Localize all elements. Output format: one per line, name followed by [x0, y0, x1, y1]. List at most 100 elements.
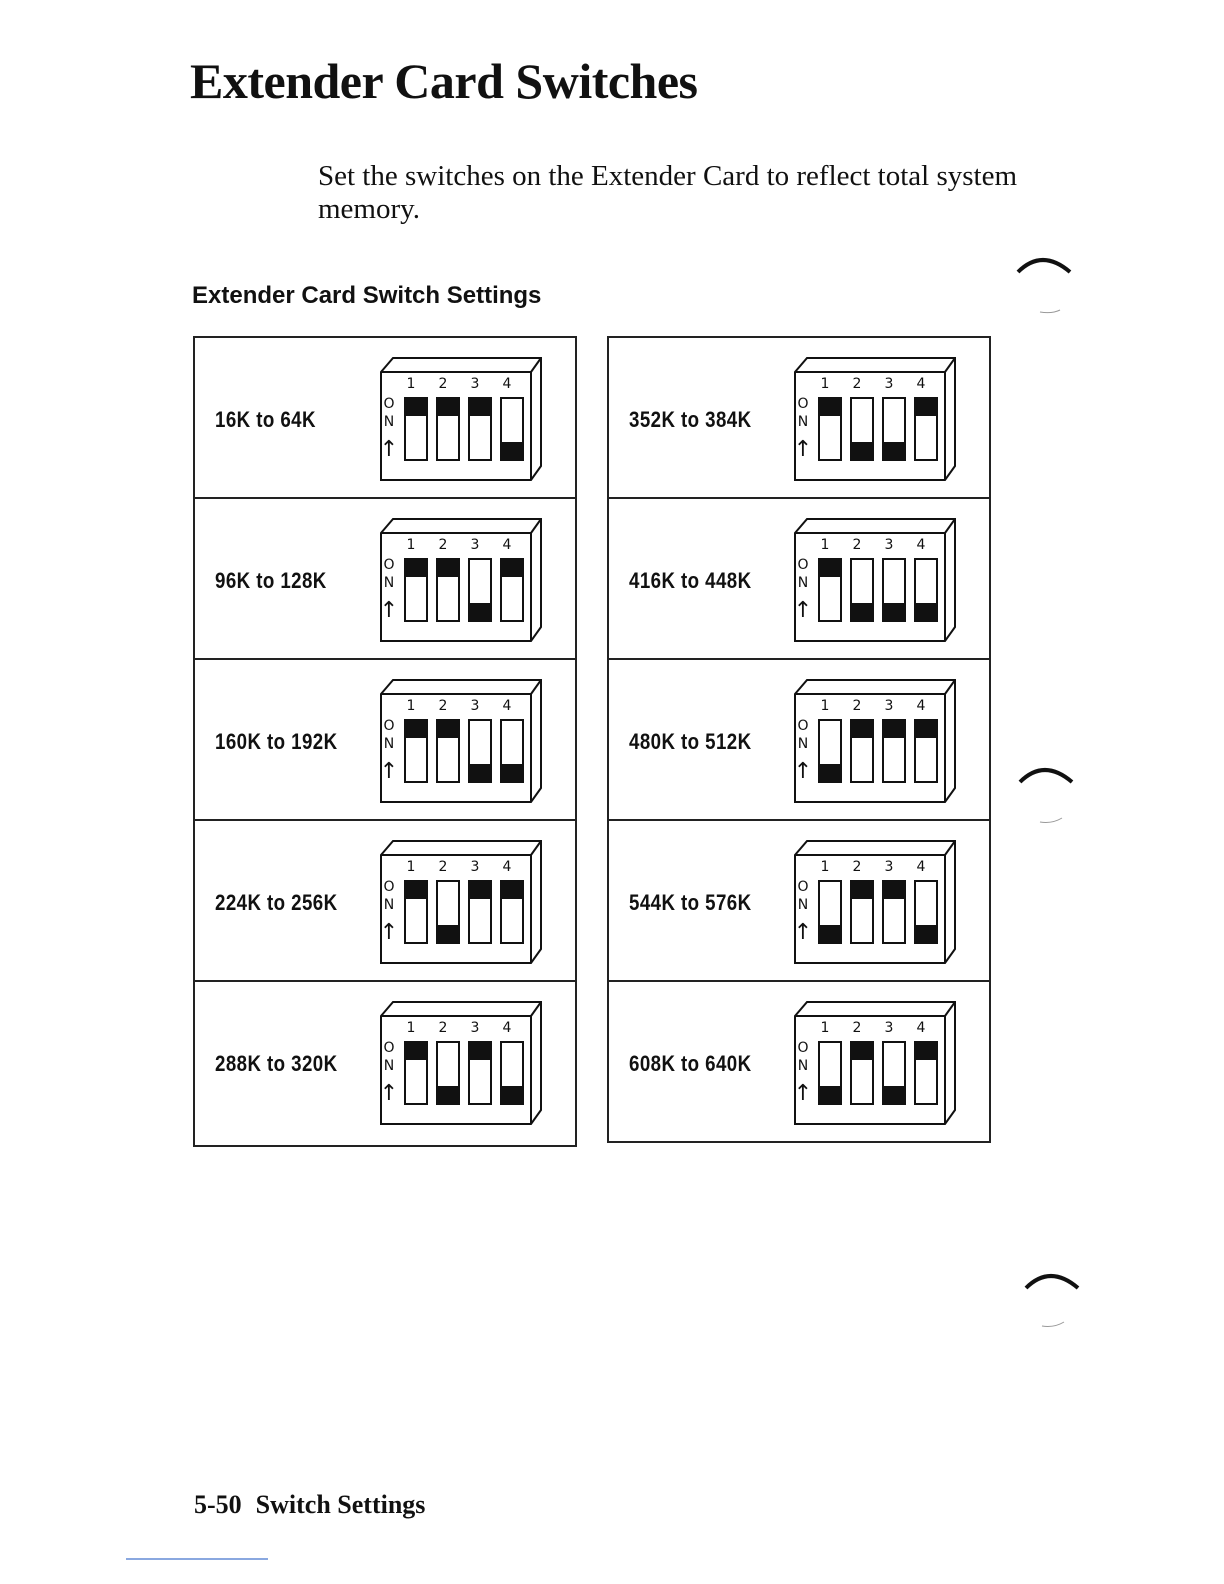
switch-number: 2 — [853, 376, 862, 392]
switch-number: 1 — [407, 376, 416, 392]
switch-1 — [404, 558, 428, 622]
switch-2 — [850, 558, 874, 622]
switch-number: 2 — [439, 698, 448, 714]
memory-range-text: 16K to 64K — [215, 407, 316, 432]
switch-number: 4 — [917, 859, 926, 875]
switch-1 — [818, 397, 842, 461]
on-label-o: O — [383, 396, 394, 412]
up-arrow-icon: ↑ — [794, 437, 812, 462]
switch-number: 2 — [853, 698, 862, 714]
on-label-o: O — [383, 879, 394, 895]
page-title: Extender Card Switches — [190, 53, 698, 109]
memory-range-label: 160K to 192K — [215, 729, 359, 755]
switch-4 — [500, 880, 524, 944]
margin-mark-icon — [1024, 1274, 1080, 1327]
switch-number: 3 — [885, 859, 894, 875]
section-title: Extender Card Switch Settings — [192, 282, 542, 309]
switch-4 — [914, 880, 938, 944]
switch-1 — [818, 719, 842, 783]
switch-number: 1 — [407, 859, 416, 875]
switch-4 — [914, 558, 938, 622]
up-arrow-icon: ↑ — [794, 598, 812, 623]
switch-number: 4 — [917, 376, 926, 392]
switch-1 — [818, 1041, 842, 1105]
switch-4 — [914, 1041, 938, 1105]
on-label-o: O — [797, 1040, 808, 1056]
up-arrow-icon: ↑ — [380, 437, 398, 462]
memory-range-text: 224K to 256K — [215, 890, 338, 915]
intro-text: Set the switches on the Extender Card to… — [318, 160, 1018, 225]
switch-number: 4 — [917, 698, 926, 714]
switch-number: 3 — [885, 537, 894, 553]
on-label-n: N — [384, 1058, 394, 1074]
switch-1 — [818, 558, 842, 622]
up-arrow-icon: ↑ — [794, 759, 812, 784]
memory-range-label: 96K to 128K — [215, 568, 346, 594]
on-label-o: O — [383, 557, 394, 573]
on-label-n: N — [384, 736, 394, 752]
switch-number: 4 — [503, 698, 512, 714]
switch-3 — [468, 558, 492, 622]
switch-number: 1 — [821, 376, 830, 392]
switch-3 — [882, 880, 906, 944]
on-label-o: O — [383, 1040, 394, 1056]
switch-4 — [500, 1041, 524, 1105]
switch-4 — [914, 719, 938, 783]
on-label-o: O — [383, 718, 394, 734]
up-arrow-icon: ↑ — [794, 1081, 812, 1106]
switch-2 — [436, 1041, 460, 1105]
switch-2 — [850, 880, 874, 944]
switch-number: 2 — [853, 1020, 862, 1036]
on-label-n: N — [798, 736, 808, 752]
on-label-n: N — [384, 414, 394, 430]
switch-2 — [436, 397, 460, 461]
on-label-o: O — [797, 718, 808, 734]
switch-number: 2 — [439, 537, 448, 553]
memory-range-text: 608K to 640K — [629, 1051, 752, 1076]
up-arrow-icon: ↑ — [380, 598, 398, 623]
switch-number: 4 — [917, 1020, 926, 1036]
switch-number: 3 — [471, 859, 480, 875]
switch-number: 4 — [503, 1020, 512, 1036]
memory-range-label: 416K to 448K — [629, 568, 773, 594]
switch-2 — [850, 397, 874, 461]
memory-range-label: 608K to 640K — [629, 1051, 773, 1077]
memory-range-text: 416K to 448K — [629, 568, 752, 593]
footer-section: Switch Settings — [255, 1490, 426, 1519]
memory-range-label: 480K to 512K — [629, 729, 773, 755]
switch-number: 3 — [471, 376, 480, 392]
memory-range-text: 96K to 128K — [215, 568, 327, 593]
memory-range-label: 16K to 64K — [215, 407, 334, 433]
on-label-o: O — [797, 557, 808, 573]
switch-number: 1 — [407, 1020, 416, 1036]
on-label-n: N — [798, 897, 808, 913]
switch-3 — [882, 1041, 906, 1105]
switch-number: 3 — [471, 537, 480, 553]
switch-3 — [882, 558, 906, 622]
switch-3 — [882, 719, 906, 783]
switch-number: 1 — [407, 698, 416, 714]
switch-number: 2 — [853, 537, 862, 553]
switch-3 — [468, 719, 492, 783]
on-label-n: N — [798, 414, 808, 430]
switch-3 — [882, 397, 906, 461]
page-number: 5-50 — [194, 1490, 242, 1519]
switch-number: 1 — [821, 1020, 830, 1036]
page-footer: 5-50 Switch Settings — [194, 1490, 425, 1520]
switch-number: 1 — [407, 537, 416, 553]
on-label-n: N — [798, 575, 808, 591]
switch-2 — [850, 1041, 874, 1105]
switch-1 — [404, 397, 428, 461]
